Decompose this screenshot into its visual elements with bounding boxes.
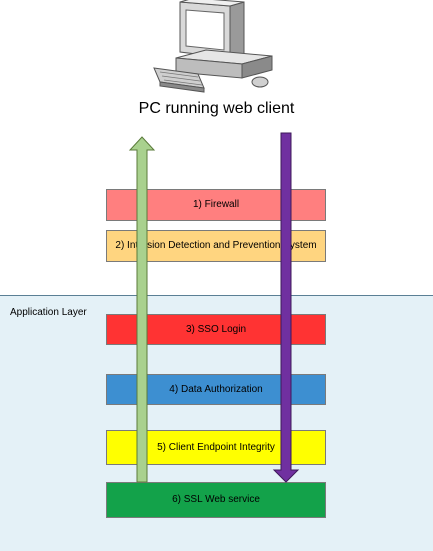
layer-data-authorization: 4) Data Authorization [106,374,326,405]
application-layer-label: Application Layer [10,307,87,318]
layer-firewall-label: 1) Firewall [192,199,240,210]
layer-sso-login-label: 3) SSO Login [185,323,247,335]
layer-client-endpoint-integrity: 5) Client Endpoint Integrity [106,430,326,465]
layer-firewall: 1) Firewall [106,189,326,221]
pc-label: PC running web client [138,100,295,117]
pc-computer-icon [153,0,273,93]
layer-client-endpoint-integrity-label: 5) Client Endpoint Integrity [157,441,275,453]
layer-ssl-web-service: 6) SSL Web service [106,482,326,518]
layer-sso-login: 3) SSO Login [106,314,326,345]
layer-intrusion-detection: 2) Intrusion Detection and Prevention Sy… [106,230,326,262]
layer-intrusion-detection-label: 2) Intrusion Detection and Prevention Sy… [115,240,317,251]
layer-data-authorization-label: 4) Data Authorization [169,383,263,395]
layer-ssl-web-service-label: 6) SSL Web service [172,494,260,505]
